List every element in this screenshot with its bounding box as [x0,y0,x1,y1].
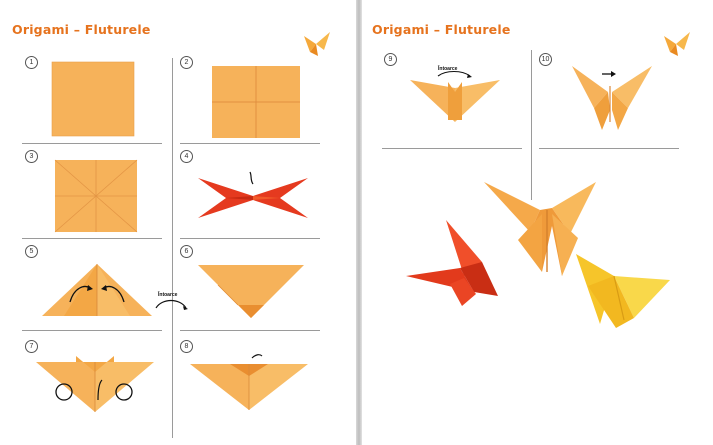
step3-diagonal-creases [55,160,137,234]
butterfly-logo-icon [302,30,332,58]
row-divider [539,148,679,149]
step-number: 4 [180,150,193,163]
highlight-circle-icon [56,384,72,400]
right-page: Origami – Fluturele 9 10 Întoarce [362,0,713,445]
step5-triangle-fold [42,262,152,318]
row-divider [180,330,320,331]
row-divider [22,143,162,144]
yellow-butterfly [576,254,670,328]
step7-butterfly-base [36,352,154,416]
step9-butterfly: Întoarce [410,62,500,124]
red-butterfly [406,220,498,306]
turn-over-label: Întoarce [437,64,458,72]
step2-creased-paper [212,66,300,140]
right-page-title: Origami – Fluturele [372,22,511,37]
column-divider [172,58,173,438]
fold-arrow-icon [252,355,262,358]
row-divider [22,330,162,331]
turn-over-label: Întoarce [157,290,178,298]
row-divider [180,143,320,144]
step-number: 6 [180,245,193,258]
turn-over-icon: Întoarce [152,290,192,312]
step-number: 3 [25,150,38,163]
step-number: 10 [539,53,552,66]
step-number: 9 [384,53,397,66]
step1-square-paper [52,62,134,138]
step6-flipped-triangle [198,265,304,320]
row-divider [22,238,162,239]
step4-red-waterbomb-fold [198,170,308,225]
step8-butterfly-folded [190,352,308,416]
step-number: 2 [180,56,193,69]
left-page: Origami – Fluturele 1 2 3 4 5 6 7 8 [0,0,358,445]
step-number: 5 [25,245,38,258]
finished-butterflies-photo [402,168,702,338]
butterfly-logo-icon [662,30,692,58]
step-number: 1 [25,56,38,69]
row-divider [180,238,320,239]
row-divider [382,148,522,149]
left-page-title: Origami – Fluturele [12,22,151,37]
step10-butterfly [572,62,652,134]
